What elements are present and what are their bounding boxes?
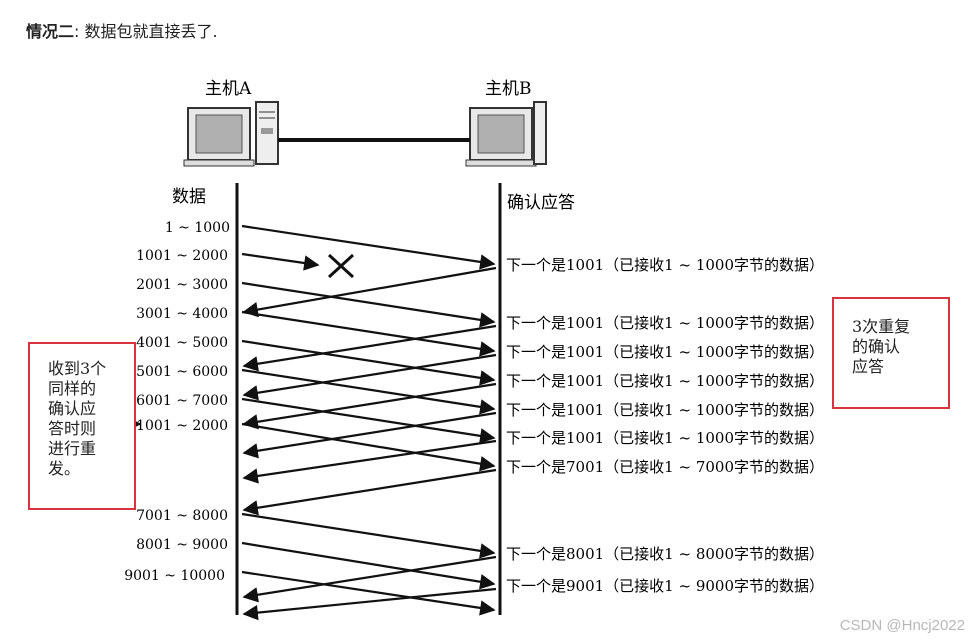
left-note-line: 收到3个 [48, 359, 107, 378]
ack-label: 下一个是1001（已接收1 ~ 1000字节的数据） [506, 256, 824, 274]
data-arrow [241, 368, 496, 415]
data-arrow [241, 570, 496, 616]
left-note-line: 确认应 [48, 399, 97, 418]
data-arrow [241, 512, 496, 559]
page-heading: 情况二: 数据包就直接丢了. [26, 18, 218, 42]
ack-arrow [242, 468, 497, 516]
segment-labels: 1 ~ 1000 1001 ~ 2000 2001 ~ 3000 3001 ~ … [124, 220, 230, 584]
segment-label: 5001 ~ 6000 [136, 364, 228, 380]
segment-label: 1 ~ 1000 [165, 220, 230, 236]
segment-label: 1001 ~ 2000 [136, 418, 228, 434]
ack-label: 下一个是1001（已接收1 ~ 1000字节的数据） [506, 343, 824, 361]
segment-label: 8001 ~ 9000 [136, 537, 228, 553]
ack-label: 下一个是1001（已接收1 ~ 1000字节的数据） [506, 401, 824, 419]
heading-bold: 情况二 [26, 22, 75, 41]
left-note-line: 发。 [48, 459, 81, 478]
segment-label: 7001 ~ 8000 [136, 508, 228, 524]
host-b-computer-icon [465, 101, 547, 167]
ack-arrow [242, 353, 497, 401]
left-note-line: 答时则 [48, 419, 97, 438]
ack-label: 下一个是8001（已接收1 ~ 8000字节的数据） [506, 545, 824, 563]
segment-label: 4001 ~ 5000 [136, 335, 228, 351]
left-note-box: 收到3个 同样的 确认应 答时则 进行重 发。 [28, 342, 136, 510]
left-note-line: 同样的 [48, 379, 97, 398]
ack-label: 下一个是1001（已接收1 ~ 1000字节的数据） [506, 314, 824, 332]
ack-label: 下一个是1001（已接收1 ~ 1000字节的数据） [506, 372, 824, 390]
segment-label: 9001 ~ 10000 [124, 568, 225, 584]
right-note-line: 应答 [852, 357, 885, 376]
csdn-watermark: CSDN @Hncj2022 [839, 617, 965, 634]
data-arrow [241, 397, 496, 444]
ack-arrow [242, 411, 497, 459]
host-a-column-label: 数据 [172, 187, 206, 207]
ack-arrow [242, 266, 497, 318]
ack-arrow [242, 439, 497, 484]
ack-arrow [242, 382, 497, 430]
data-arrow [241, 541, 496, 590]
ack-labels: 下一个是1001（已接收1 ~ 1000字节的数据） 下一个是1001（已接收1… [506, 256, 824, 595]
host-b-label: 主机B [485, 79, 532, 99]
host-b-column-label: 确认应答 [507, 193, 575, 213]
segment-label: 2001 ~ 3000 [136, 277, 228, 293]
lost-packet-arrow [241, 252, 320, 271]
data-arrow [241, 339, 496, 386]
ack-arrow [242, 587, 497, 621]
ack-label: 下一个是9001（已接收1 ~ 9000字节的数据） [506, 577, 824, 595]
ack-label: 下一个是7001（已接收1 ~ 7000字节的数据） [506, 458, 824, 476]
retransmit-arrow [241, 422, 496, 472]
host-a-computer-icon [183, 101, 279, 167]
data-arrow [241, 281, 496, 328]
packet-lost-x-icon [327, 253, 355, 279]
ack-arrows [242, 266, 497, 621]
data-arrow [241, 224, 496, 270]
segment-label: 3001 ~ 4000 [136, 306, 228, 322]
ack-arrow [242, 555, 497, 603]
left-note-line: 进行重 [48, 439, 97, 458]
data-arrow [241, 310, 496, 357]
ack-label: 下一个是1001（已接收1 ~ 1000字节的数据） [506, 429, 824, 447]
right-note-box: 3次重复 的确认 应答 [832, 297, 950, 409]
right-note-line: 3次重复 [852, 317, 911, 336]
segment-label: 6001 ~ 7000 [136, 393, 228, 409]
right-note-line: 的确认 [852, 337, 901, 356]
data-arrows [241, 224, 496, 616]
ack-arrow [242, 324, 497, 372]
heading-rest: : 数据包就直接丢了. [74, 22, 218, 41]
host-a-label: 主机A [205, 79, 252, 99]
segment-label: 1001 ~ 2000 [136, 248, 228, 264]
